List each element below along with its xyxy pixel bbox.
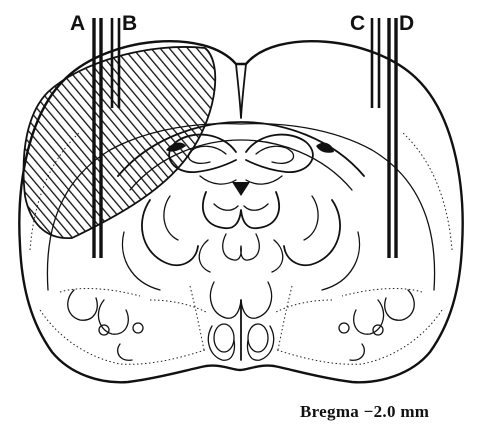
hippocampus-right: [246, 135, 313, 185]
probe-d: [389, 18, 396, 258]
probe-label-c: C: [350, 12, 365, 35]
probe-label-a: A: [70, 12, 85, 35]
probe-label-b: B: [122, 12, 137, 35]
probe-label-d: D: [399, 12, 414, 35]
bregma-coordinate-label: Bregma −2.0 mm: [300, 402, 429, 422]
probe-c: [372, 18, 379, 108]
lower-structures: [150, 282, 332, 360]
thalamus-structures: [123, 192, 360, 290]
